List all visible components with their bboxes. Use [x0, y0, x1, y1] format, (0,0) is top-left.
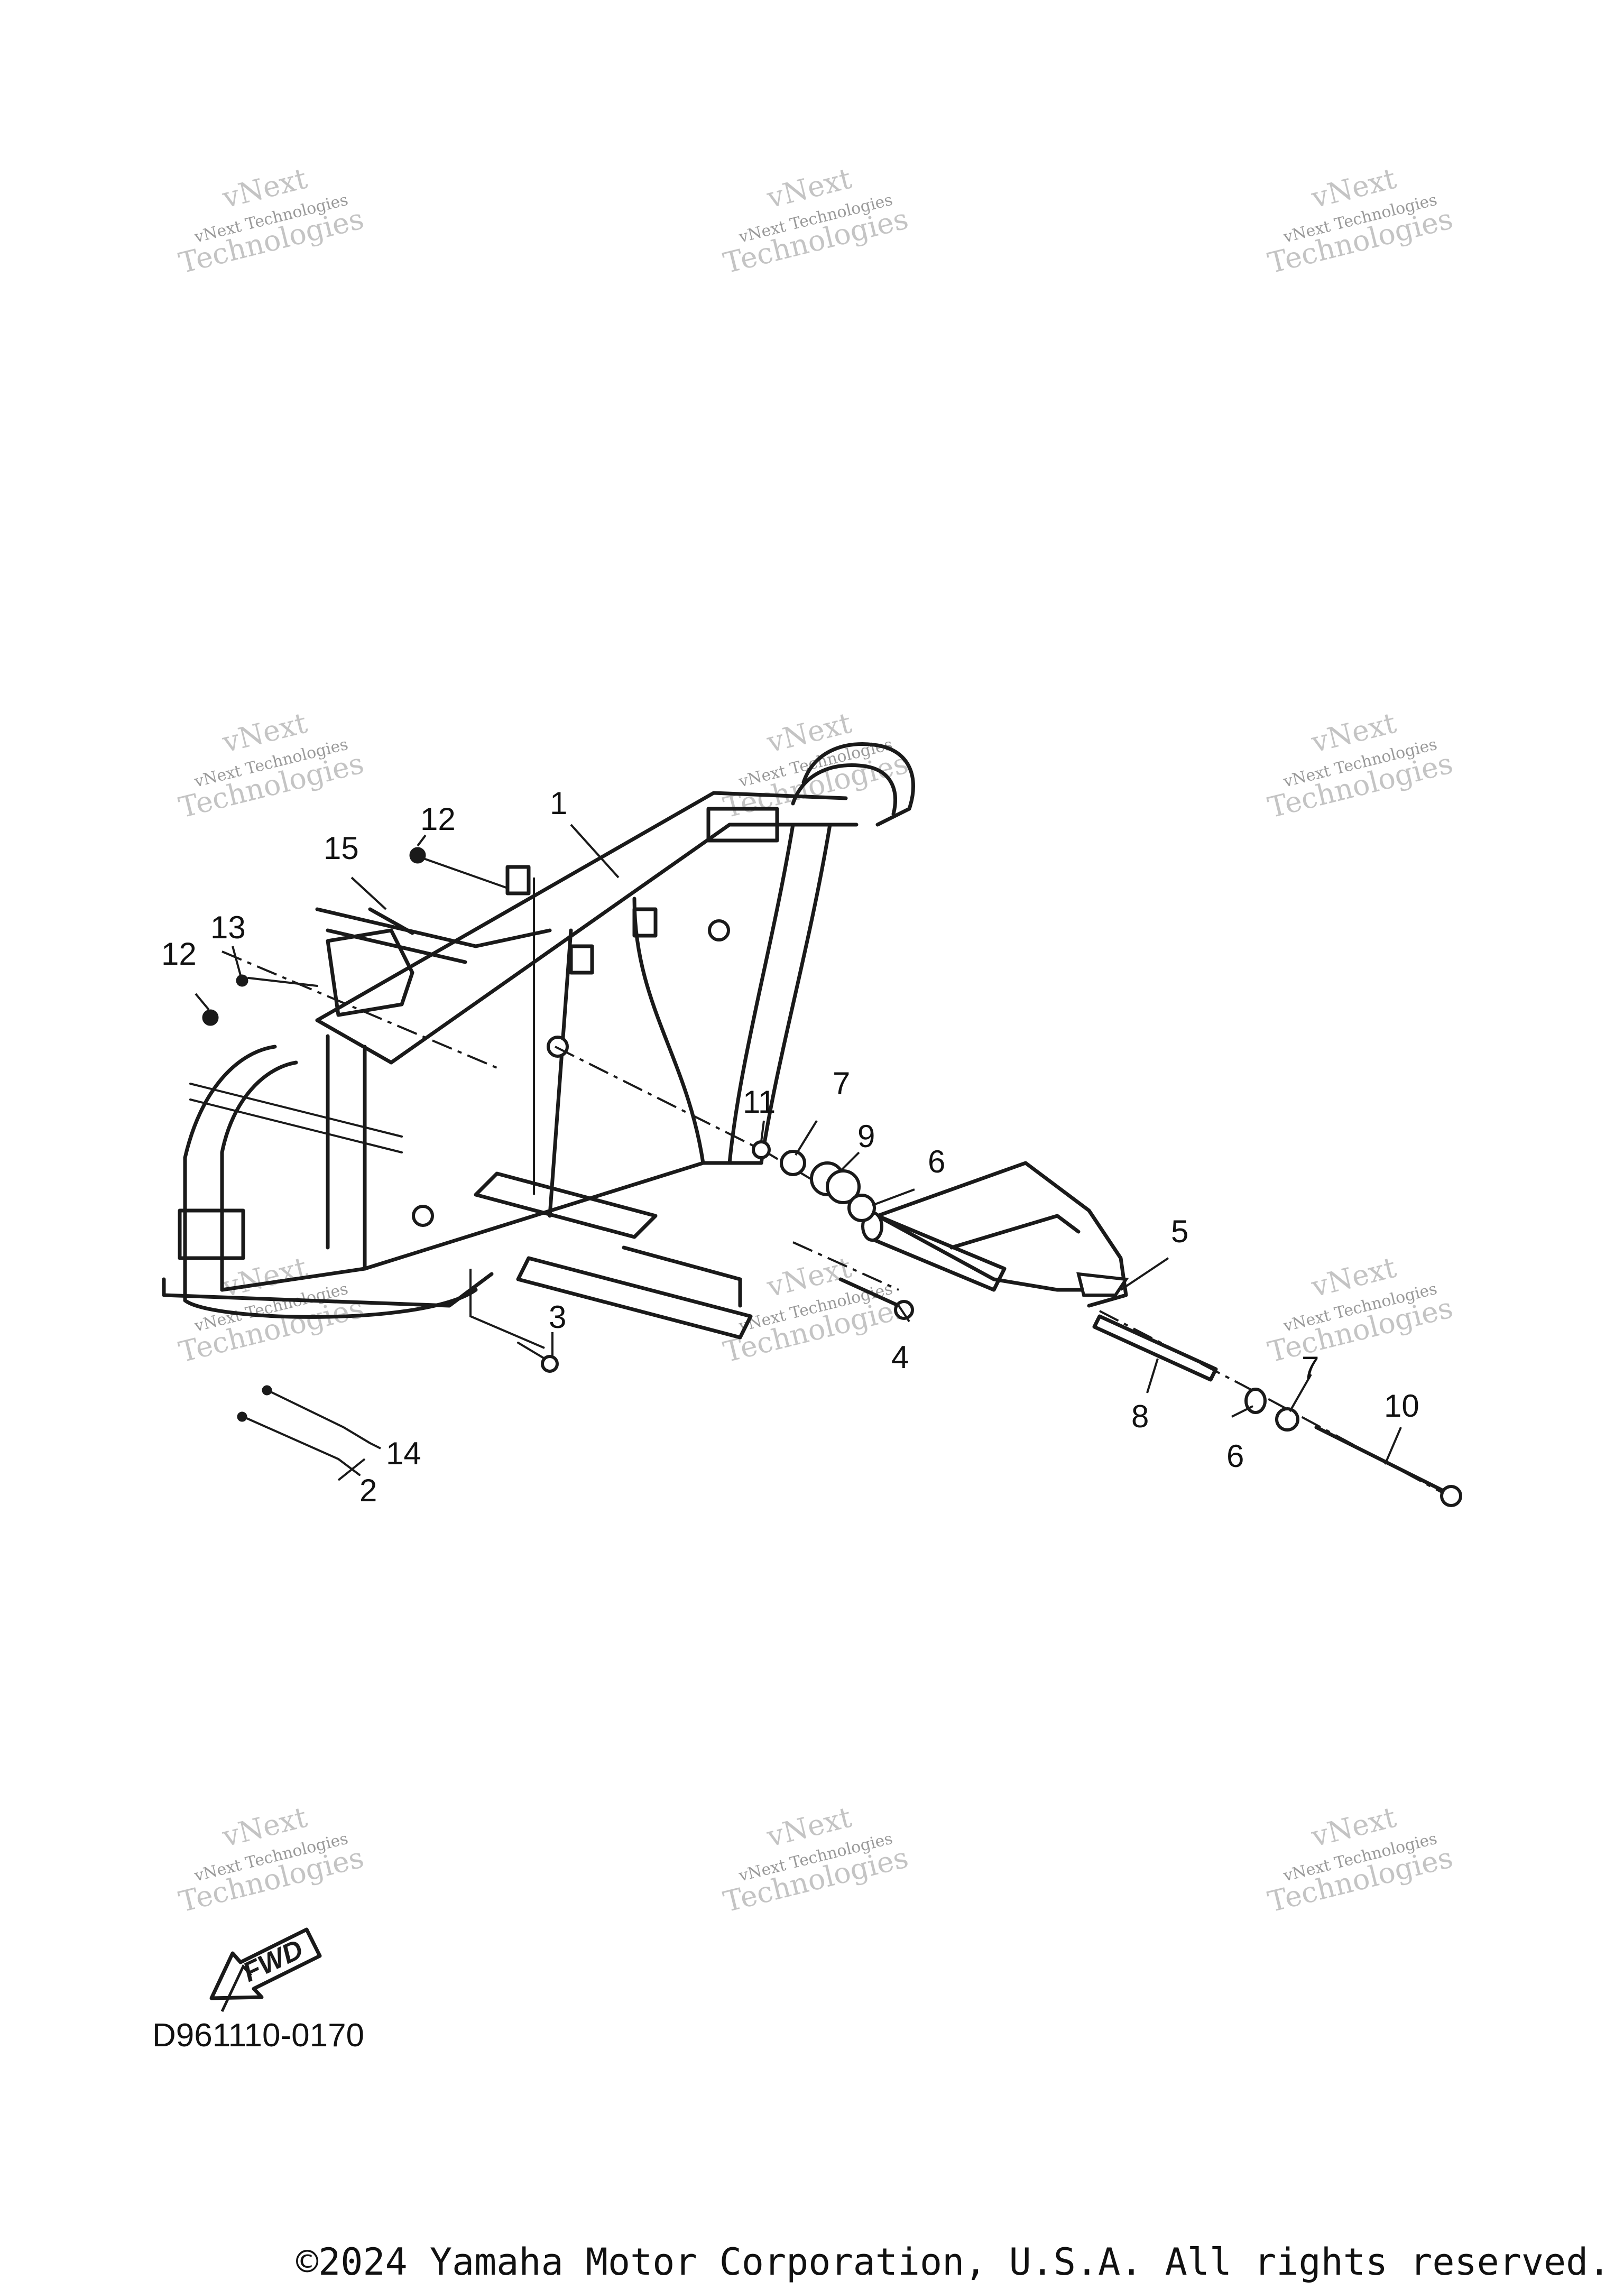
part-14-cable [262, 1385, 371, 1444]
watermark: vNext vNext Technologies Technologies [176, 706, 367, 825]
callout-3: 3 [549, 1299, 566, 1335]
part-2-cable [237, 1411, 361, 1476]
leader-line [417, 855, 508, 889]
callout-7-lower: 7 [1302, 1350, 1319, 1386]
part-11-nut [752, 1140, 771, 1159]
callout-leaders [195, 824, 1402, 1481]
watermark: vNext vNext Technologies Technologies [1265, 1251, 1456, 1369]
callout-12-lower: 12 [161, 936, 197, 972]
callout-6-upper: 6 [928, 1144, 945, 1179]
part-13-clip [236, 974, 248, 987]
mount-hole [547, 1036, 569, 1058]
watermark: vNext vNext Technologies Technologies [1265, 706, 1456, 825]
part-7-washer [780, 1150, 806, 1176]
swing-pipe [861, 1211, 1007, 1292]
callout-numbers: 1 2 3 4 5 6 6 7 7 8 9 10 11 12 12 13 14 … [161, 786, 1419, 1508]
fwd-arrow-icon: FWD [209, 1927, 322, 2012]
callout-10: 10 [1384, 1388, 1419, 1424]
lower-axis-line [792, 1241, 899, 1291]
callout-5: 5 [1171, 1214, 1188, 1249]
part-3-bolt [517, 1342, 559, 1373]
watermark: vNext vNext Technologies Technologies [176, 1800, 367, 1919]
mount-hole [708, 919, 730, 941]
watermark: vNext vNext Technologies Technologies [720, 1251, 911, 1369]
part-4-bolt [838, 1277, 914, 1320]
watermark: vNext vNext Technologies Technologies [1265, 1800, 1456, 1919]
part-12-nut [202, 1009, 219, 1026]
watermark: vNext vNext Technologies Technologies [720, 706, 911, 825]
watermarks: vNext vNext Technologies Technologies vN… [176, 162, 1456, 1919]
part-6-bushing [847, 1194, 876, 1222]
callout-7-upper: 7 [833, 1066, 850, 1101]
diagram-code: D961110-0170 [152, 2017, 365, 2054]
callout-14: 14 [386, 1436, 421, 1471]
pivot-axis-line [222, 950, 497, 1069]
callout-1: 1 [550, 786, 567, 821]
callout-11: 11 [743, 1084, 776, 1120]
part-7-washer-lower [1275, 1407, 1299, 1432]
callout-8: 8 [1131, 1399, 1149, 1434]
copyright-notice: ©2024 Yamaha Motor Corporation, U.S.A. A… [296, 2240, 1611, 2284]
leader-line [469, 1269, 545, 1349]
callout-6-lower: 6 [1226, 1438, 1244, 1474]
callout-13: 13 [210, 910, 246, 945]
part-15-strap [368, 907, 414, 935]
mount-hole [412, 1205, 434, 1227]
part-8-pipe [1092, 1314, 1218, 1382]
swingarm-bracket [875, 1161, 1129, 1308]
watermark: vNext vNext Technologies Technologies [176, 162, 367, 280]
watermark: vNext vNext Technologies Technologies [720, 1800, 911, 1919]
watermark: vNext vNext Technologies Technologies [1265, 162, 1456, 280]
part-10-pivot-bolt [1314, 1425, 1462, 1507]
callout-15: 15 [324, 830, 359, 866]
part-9-bushing [810, 1161, 861, 1204]
watermark: vNext vNext Technologies Technologies [720, 162, 911, 280]
callout-12-upper: 12 [420, 801, 456, 837]
frame-assembly [162, 742, 915, 1340]
callout-2: 2 [359, 1473, 377, 1508]
callout-9: 9 [857, 1119, 875, 1154]
part-12-nut [409, 847, 426, 864]
callout-4: 4 [891, 1340, 909, 1375]
